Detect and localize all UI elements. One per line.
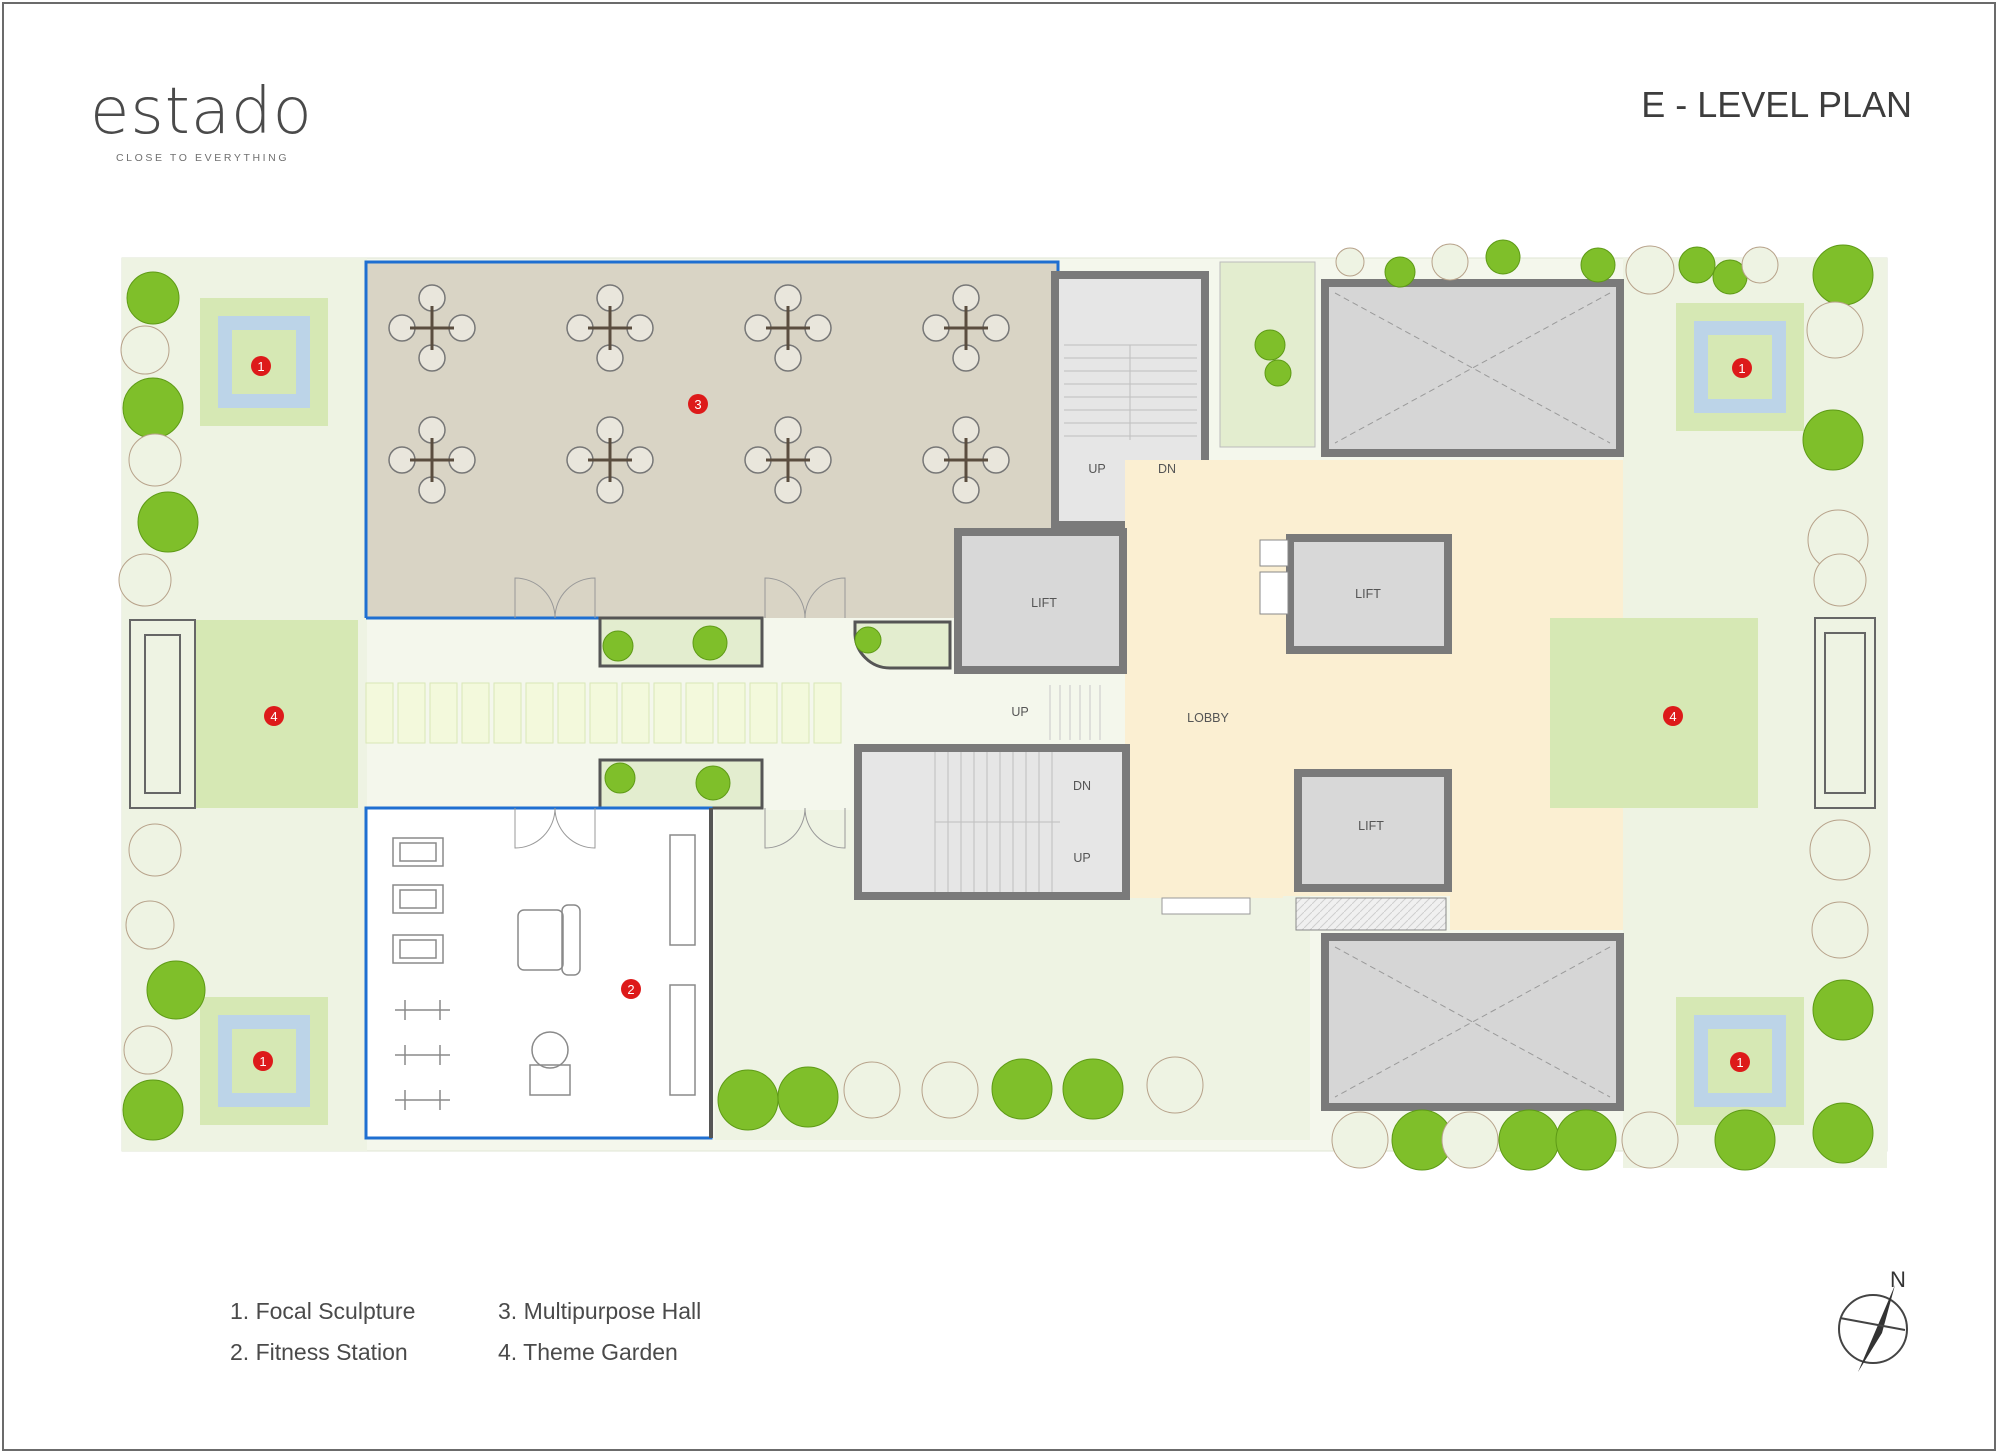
stair-1-dn-label: DN [1158, 462, 1176, 476]
svg-text:4: 4 [270, 709, 277, 724]
brand-tagline: CLOSE TO EVERYTHING [116, 152, 290, 164]
marker-3: 3 [688, 394, 708, 414]
lobby-area [1125, 460, 1623, 930]
marker-1c: 1 [1732, 358, 1752, 378]
svg-text:4: 4 [1669, 709, 1676, 724]
marker-4b: 4 [1663, 706, 1683, 726]
steps-up-label: UP [1011, 705, 1028, 719]
table-set [388, 284, 1010, 504]
legend-item: 4. Theme Garden [498, 1339, 678, 1365]
legend-item: 2. Fitness Station [230, 1339, 408, 1365]
legend-item: 3. Multipurpose Hall [498, 1298, 702, 1324]
lift-shaft-2 [1286, 534, 1452, 654]
marker-1d: 1 [1730, 1052, 1750, 1072]
service-room-bottom [1321, 933, 1624, 1111]
gym-equipment [392, 834, 696, 1110]
service-room-top [1321, 279, 1624, 457]
brand-logo: estado CLOSE TO EVERYTHING [90, 80, 330, 164]
theme-garden-right [1550, 618, 1758, 808]
svg-text:2: 2 [627, 982, 634, 997]
svg-text:1: 1 [1738, 361, 1745, 376]
legend: 1. Focal Sculpture 3. Multipurpose Hall … [230, 1298, 758, 1366]
svg-text:1: 1 [257, 359, 264, 374]
stair-1-up-label: UP [1088, 462, 1105, 476]
svg-text:3: 3 [694, 397, 701, 412]
lift-label-3: LIFT [1358, 819, 1384, 833]
marker-4: 4 [264, 706, 284, 726]
lift-shaft-1 [954, 528, 1127, 674]
lift-label-1: LIFT [1031, 596, 1057, 610]
plan-title: E - LEVEL PLAN [1641, 84, 1912, 125]
trees [122, 239, 1874, 1171]
marker-1: 1 [251, 356, 271, 376]
focal-sculpture-area [200, 298, 1804, 1125]
brand-name: estado [90, 75, 313, 149]
service-duct [1295, 897, 1447, 931]
lobby-label: LOBBY [1187, 711, 1229, 725]
lift-shaft-3 [1294, 769, 1452, 892]
fitness-station [364, 806, 713, 1140]
stair-2-up-label: UP [1073, 851, 1090, 865]
svg-text:1: 1 [1736, 1055, 1743, 1070]
lift-label-2: LIFT [1355, 587, 1381, 601]
marker-2: 2 [621, 979, 641, 999]
marker-1b: 1 [253, 1051, 273, 1071]
paver-walkway [365, 682, 842, 744]
sketch-trees [118, 243, 1871, 1169]
svg-text:1: 1 [259, 1054, 266, 1069]
legend-item: 1. Focal Sculpture [230, 1298, 416, 1324]
north-arrow-icon: N [1838, 1267, 1908, 1372]
stair-2-dn-label: DN [1073, 779, 1091, 793]
north-label: N [1890, 1267, 1906, 1292]
